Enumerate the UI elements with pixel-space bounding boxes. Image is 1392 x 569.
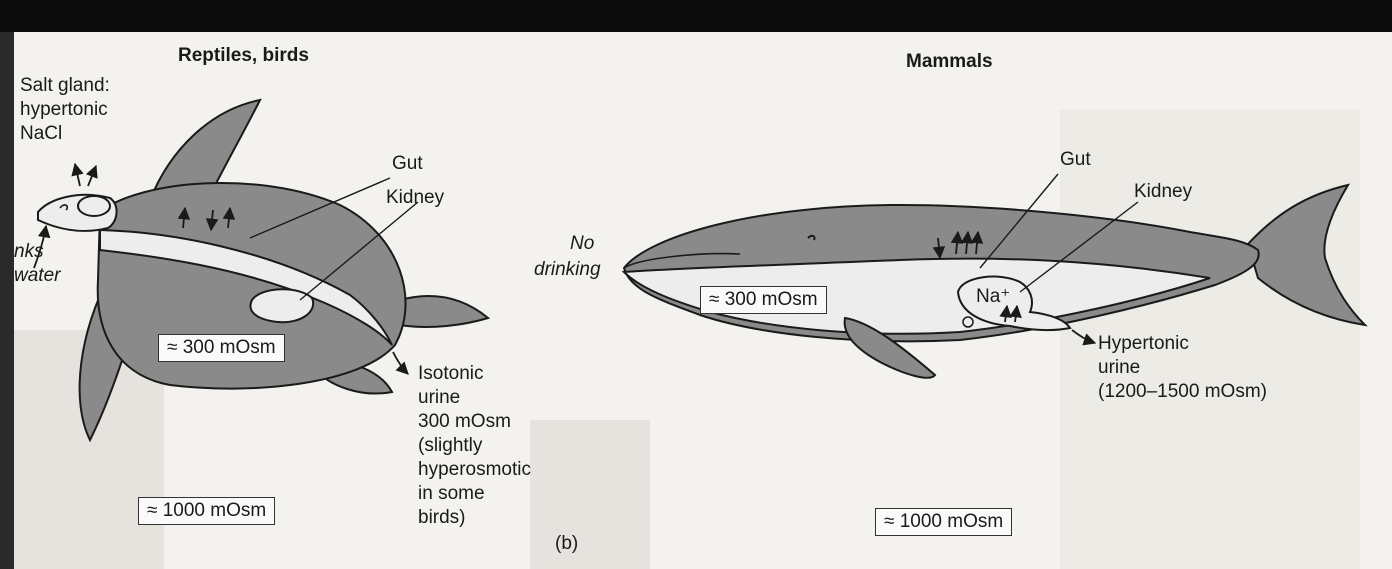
whale-sodium-label: Na⁺ — [976, 285, 1010, 309]
isotonic-urine-3: 300 mOsm — [418, 410, 511, 434]
right-panel-title: Mammals — [906, 50, 993, 74]
water-label-partial: water — [14, 264, 60, 288]
salt-gland-label-1: Salt gland: — [20, 74, 110, 98]
isotonic-urine-4: (slightly — [418, 434, 482, 458]
whale-bladder — [963, 317, 973, 327]
whale-environment-box: ≈ 1000 mOsm — [875, 508, 1012, 536]
whale-tail — [1248, 185, 1365, 325]
turtle-kidney — [250, 289, 313, 322]
turtle-rear-flipper — [400, 296, 488, 327]
salt-gland-label-3: NaCl — [20, 122, 62, 146]
turtle-gut-label: Gut — [392, 152, 423, 176]
turtle-kidney-label: Kidney — [386, 186, 444, 210]
drinks-label-partial: nks — [14, 240, 44, 264]
salt-gland — [78, 196, 110, 216]
turtle-body-fluid-box: ≈ 300 mOsm — [158, 334, 285, 362]
panel-label: (b) — [555, 532, 578, 556]
hypertonic-urine-2: urine — [1098, 356, 1140, 380]
turtle-environment-box: ≈ 1000 mOsm — [138, 497, 275, 525]
whale-kidney-label: Kidney — [1134, 180, 1192, 204]
hypertonic-urine-1: Hypertonic — [1098, 332, 1189, 356]
no-drinking-label-1: No — [570, 232, 594, 256]
salt-gland-label-2: hypertonic — [20, 98, 108, 122]
hypertonic-urine-3: (1200–1500 mOsm) — [1098, 380, 1267, 404]
whale-body-fluid-box: ≈ 300 mOsm — [700, 286, 827, 314]
whale-illustration — [624, 185, 1365, 378]
isotonic-urine-1: Isotonic — [418, 362, 483, 386]
isotonic-urine-5: hyperosmotic — [418, 458, 531, 482]
no-drinking-label-2: drinking — [534, 258, 601, 282]
whale-gut-label: Gut — [1060, 148, 1091, 172]
isotonic-urine-6: in some — [418, 482, 485, 506]
isotonic-urine-2: urine — [418, 386, 460, 410]
isotonic-urine-7: birds) — [418, 506, 466, 530]
left-panel-title: Reptiles, birds — [178, 44, 309, 68]
